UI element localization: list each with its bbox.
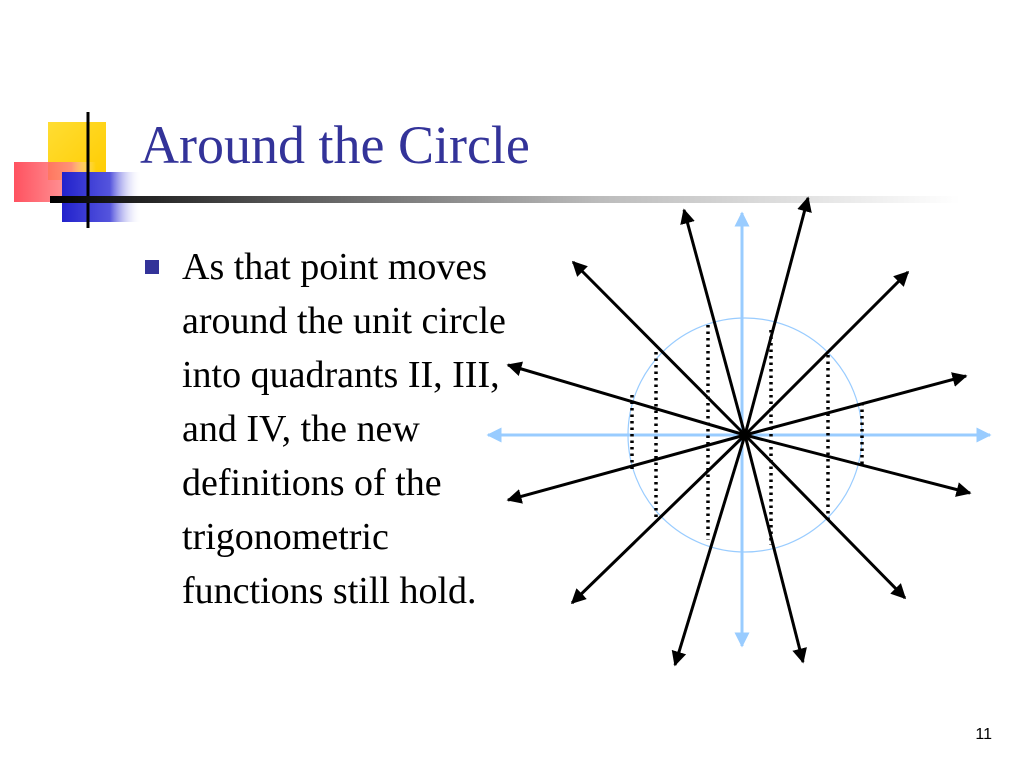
bullet-item: As that point moves around the unit circ… [145,240,525,618]
ray [744,372,968,437]
bullet-square-icon [145,260,159,274]
ray [506,433,746,504]
bullet-text: As that point moves around the unit circ… [182,246,506,612]
bullet-list: As that point moves around the unit circ… [145,240,525,618]
ray [743,433,907,600]
unit-circle-rays-icon [486,196,992,667]
ray [743,270,910,437]
ray [743,434,807,664]
ray [744,433,972,497]
projection-lines [630,325,864,545]
slide-number: 11 [975,726,992,743]
title-rule [50,196,960,203]
ray [571,260,747,437]
slide-title: Around the Circle [140,115,530,175]
ray [671,434,747,667]
ray [743,196,812,436]
rays [506,196,972,667]
ray [570,433,747,605]
ray [680,208,747,436]
ray [506,361,746,437]
corner-logo-icon [14,112,142,228]
